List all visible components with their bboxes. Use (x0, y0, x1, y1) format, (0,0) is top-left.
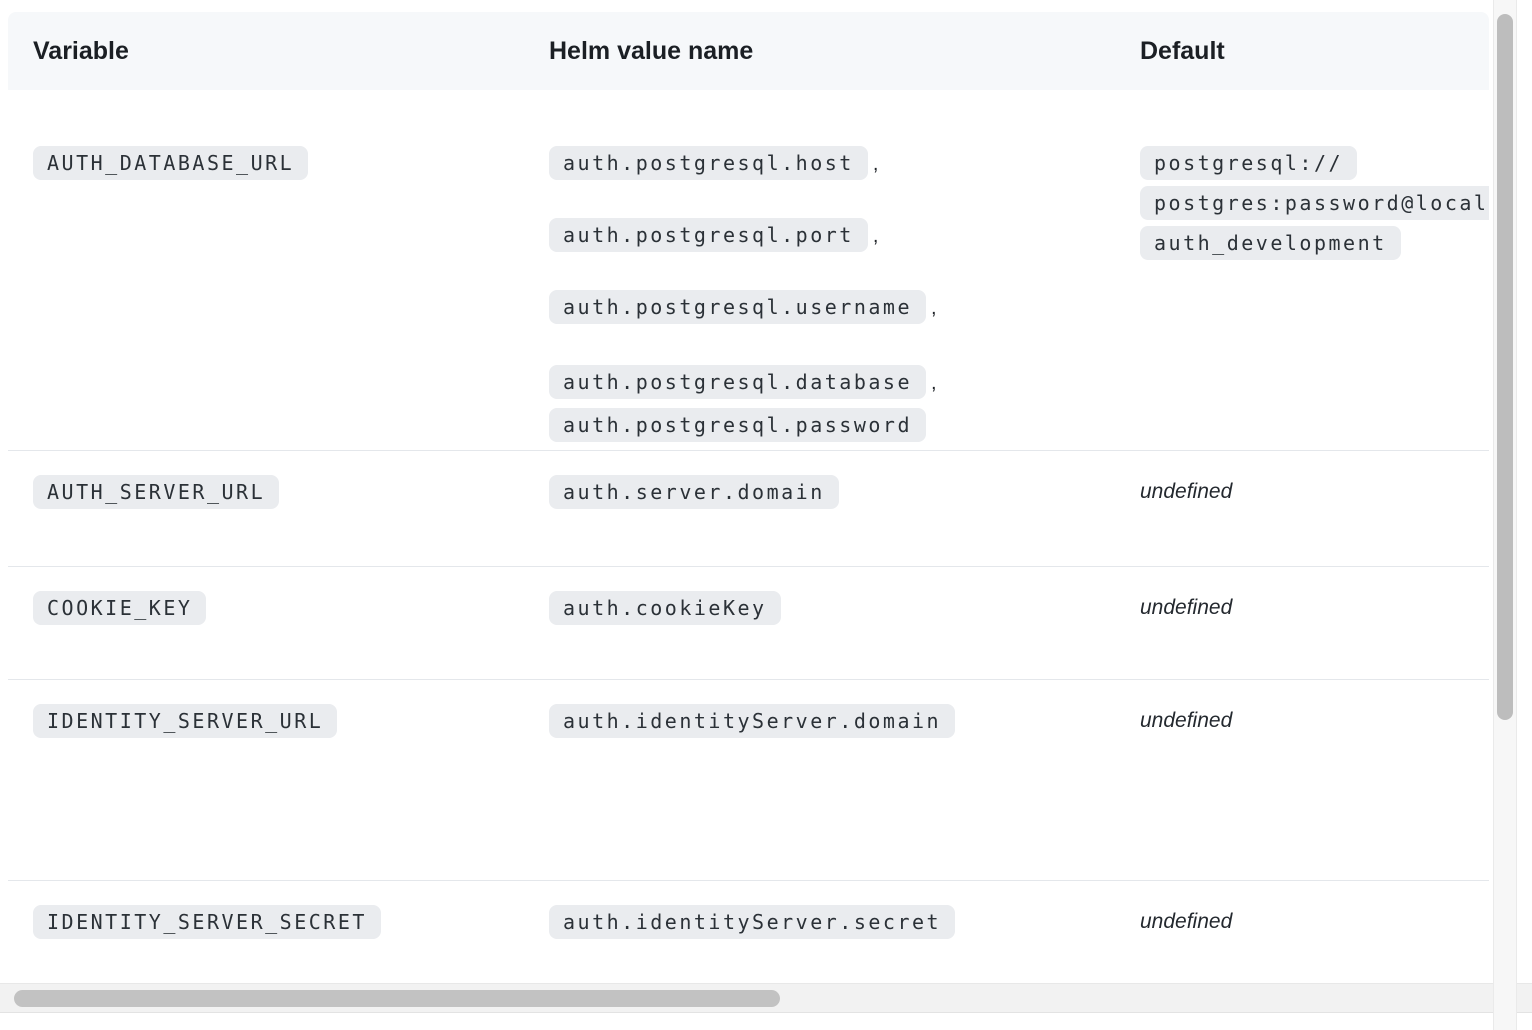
variable-badge: COOKIE_KEY (33, 591, 207, 625)
default-cell: undefined (1132, 881, 1489, 984)
header-cell-default: Default (1132, 12, 1489, 90)
comma-separator: , (930, 372, 937, 394)
header-label-variable: Variable (33, 36, 129, 65)
undefined-value: undefined (1140, 709, 1233, 732)
header-label-helm: Helm value name (549, 36, 754, 65)
helm-value-cell: auth.server.domain (541, 451, 1132, 566)
undefined-value: undefined (1140, 480, 1233, 503)
variable-cell: IDENTITY_SERVER_SECRET (8, 881, 541, 984)
comma-separator: , (872, 153, 879, 175)
variable-badge: AUTH_SERVER_URL (33, 475, 280, 509)
header-label-default: Default (1140, 36, 1225, 65)
default-cell: undefined (1132, 680, 1489, 880)
variables-table-viewport[interactable]: Variable Helm value name Default AUTH_DA… (8, 12, 1489, 984)
variable-badge: AUTH_DATABASE_URL (33, 146, 309, 180)
helm-value-badge: auth.postgresql.password (549, 408, 926, 442)
undefined-value: undefined (1140, 596, 1233, 619)
variables-table: Variable Helm value name Default AUTH_DA… (8, 12, 1489, 984)
table-row: AUTH_SERVER_URL auth.server.domain undef… (8, 450, 1489, 566)
default-value-badge: auth_development (1140, 226, 1401, 260)
helm-value-badge: auth.identityServer.domain (549, 704, 956, 738)
helm-value-cell: auth.cookieKey (541, 567, 1132, 679)
default-cell: undefined (1132, 567, 1489, 679)
table-row: AUTH_DATABASE_URL auth.postgresql.host, … (8, 90, 1489, 450)
default-value-badge: postgresql:// (1140, 146, 1358, 180)
comma-separator: , (930, 297, 937, 319)
table-row: IDENTITY_SERVER_SECRET auth.identityServ… (8, 880, 1489, 984)
header-cell-variable: Variable (8, 12, 541, 90)
variable-cell: AUTH_SERVER_URL (8, 451, 541, 566)
default-cell: postgresql:// postgres:password@local au… (1132, 90, 1489, 450)
helm-value-badge: auth.postgresql.host (549, 146, 868, 180)
helm-value-badge: auth.cookieKey (549, 591, 781, 625)
horizontal-scrollbar-track[interactable] (0, 983, 1532, 1013)
helm-value-cell: auth.identityServer.domain (541, 680, 1132, 880)
helm-value-badge: auth.postgresql.port (549, 218, 868, 252)
variable-badge: IDENTITY_SERVER_URL (33, 704, 338, 738)
table-header-row: Variable Helm value name Default (8, 12, 1489, 90)
helm-value-badge: auth.server.domain (549, 475, 839, 509)
helm-value-cell: auth.postgresql.host, auth.postgresql.po… (541, 90, 1132, 450)
default-cell: undefined (1132, 451, 1489, 566)
variable-cell: AUTH_DATABASE_URL (8, 90, 541, 450)
variable-cell: IDENTITY_SERVER_URL (8, 680, 541, 880)
helm-value-badge: auth.postgresql.username (549, 290, 926, 324)
helm-value-badge: auth.postgresql.database (549, 365, 926, 399)
comma-separator: , (872, 225, 879, 247)
vertical-scrollbar-thumb[interactable] (1497, 14, 1513, 720)
table-row: IDENTITY_SERVER_URL auth.identityServer.… (8, 679, 1489, 880)
horizontal-scrollbar-thumb[interactable] (14, 990, 780, 1007)
variable-badge: IDENTITY_SERVER_SECRET (33, 905, 381, 939)
helm-value-badge: auth.identityServer.secret (549, 905, 956, 939)
default-value-badge: postgres:password@local (1140, 186, 1489, 220)
helm-value-cell: auth.identityServer.secret (541, 881, 1132, 984)
undefined-value: undefined (1140, 910, 1233, 933)
header-cell-helm: Helm value name (541, 12, 1132, 90)
table-row: COOKIE_KEY auth.cookieKey undefined (8, 566, 1489, 679)
variable-cell: COOKIE_KEY (8, 567, 541, 679)
vertical-scrollbar-track[interactable] (1493, 0, 1517, 1030)
